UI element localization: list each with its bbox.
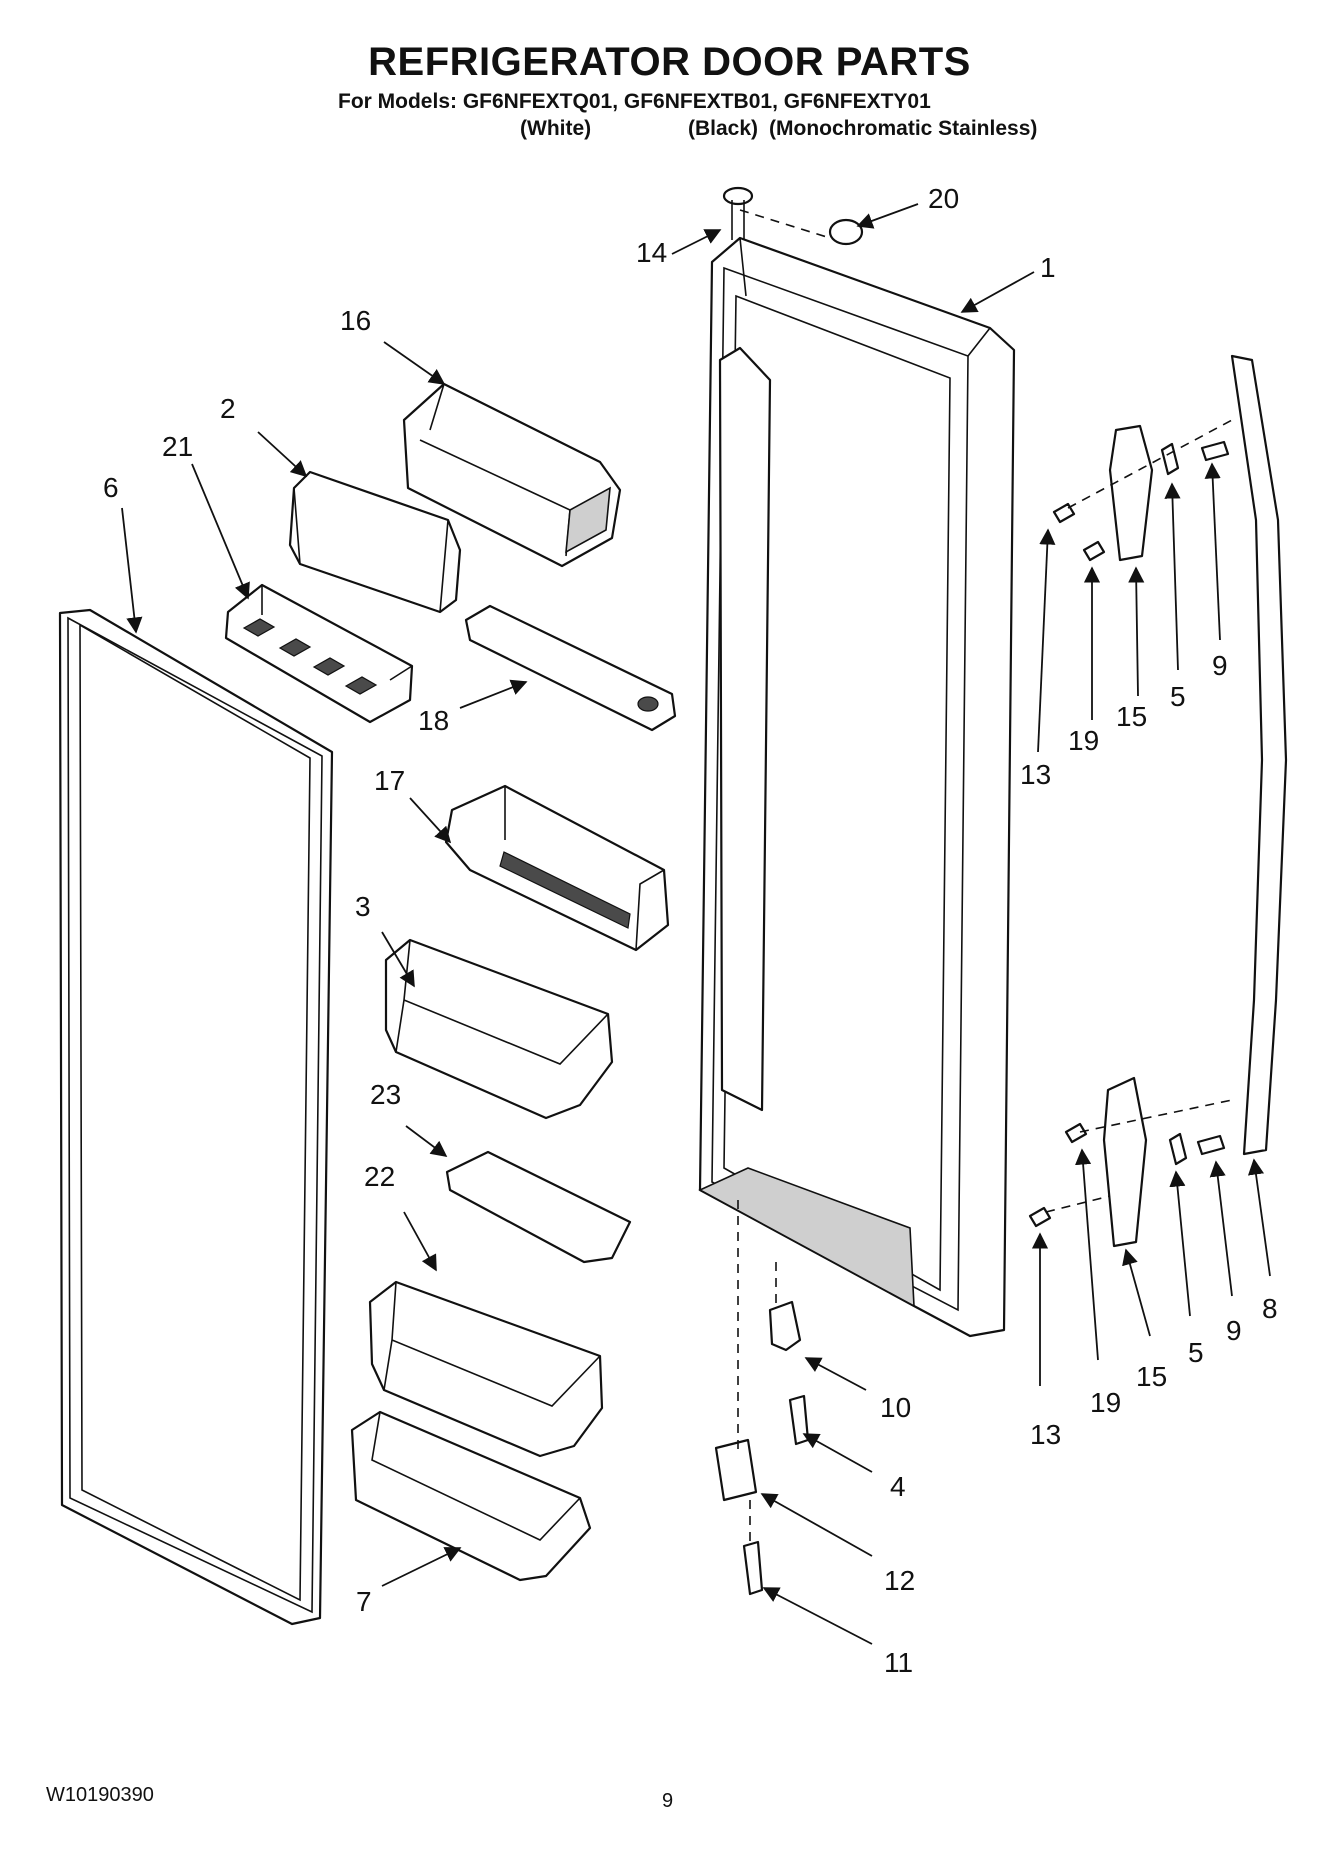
bin-trim-part [350,1410,592,1582]
callout-5-lower: 5 [1188,1337,1204,1368]
callout-20: 20 [928,183,959,214]
callout-4: 4 [890,1471,906,1502]
dairy-compartment-part [402,382,622,568]
callout-17: 17 [374,765,405,796]
callout-9-lower: 9 [1226,1315,1242,1346]
callout-19-lower: 19 [1090,1387,1121,1418]
callout-13-upper: 13 [1020,759,1051,790]
callout-8: 8 [1262,1293,1278,1324]
handle-part [1230,354,1288,1156]
document-number: W10190390 [46,1784,154,1806]
callout-5-upper: 5 [1170,681,1186,712]
door-gasket-part [58,608,334,1626]
callout-15-lower: 15 [1136,1361,1167,1392]
top-cap-part [722,186,754,240]
callout-22: 22 [364,1161,395,1192]
callout-19-upper: 19 [1068,725,1099,756]
lower-bin-part [368,1280,604,1458]
dashed-centerlines [737,209,1233,1546]
egg-tray-part [224,583,414,724]
callout-12: 12 [884,1565,915,1596]
callout-9-upper: 9 [1212,650,1228,681]
bin-divider-part [445,1150,632,1264]
callout-3: 3 [355,891,371,922]
handle-mount-upper-part [1108,424,1154,562]
callout-14: 14 [636,237,667,268]
models-line: For Models: GF6NFEXTQ01, GF6NFEXTB01, GF… [338,90,931,113]
callout-1: 1 [1040,252,1056,283]
leader-lines [121,203,1271,1645]
callout-11: 11 [884,1647,913,1678]
variant-stainless: (Monochromatic Stainless) [769,117,1038,140]
callout-13-lower: 13 [1030,1419,1061,1450]
page-number: 9 [662,1790,674,1812]
door-part [698,236,1016,1338]
callout-2: 2 [220,393,236,424]
screws-and-clips [1028,440,1230,1228]
door-bin-part [384,938,614,1120]
handle-mount-lower-part [1102,1076,1148,1248]
upper-bin-part [444,784,670,952]
callout-7: 7 [356,1586,372,1617]
hinge-bolt-part [742,1540,764,1596]
callout-10: 10 [880,1392,911,1423]
callout-labels: 1 2 3 4 5 5 6 7 8 9 9 10 11 12 13 13 14 … [103,183,1278,1678]
callout-16: 16 [340,305,371,336]
variant-black: (Black) [688,117,759,140]
page-title: REFRIGERATOR DOOR PARTS [368,40,971,84]
dairy-cover-part [288,470,462,614]
hinge-bracket-part [714,1438,758,1502]
callout-6: 6 [103,472,119,503]
variant-white: (White) [520,117,592,140]
hinge-screw-part [788,1394,810,1446]
callout-23: 23 [370,1079,401,1110]
hinge-pin-part [768,1300,802,1352]
callout-21: 21 [162,431,193,462]
callout-15-upper: 15 [1116,701,1147,732]
dairy-trim-part [464,604,677,732]
plug-part [828,218,864,246]
callout-18: 18 [418,705,449,736]
